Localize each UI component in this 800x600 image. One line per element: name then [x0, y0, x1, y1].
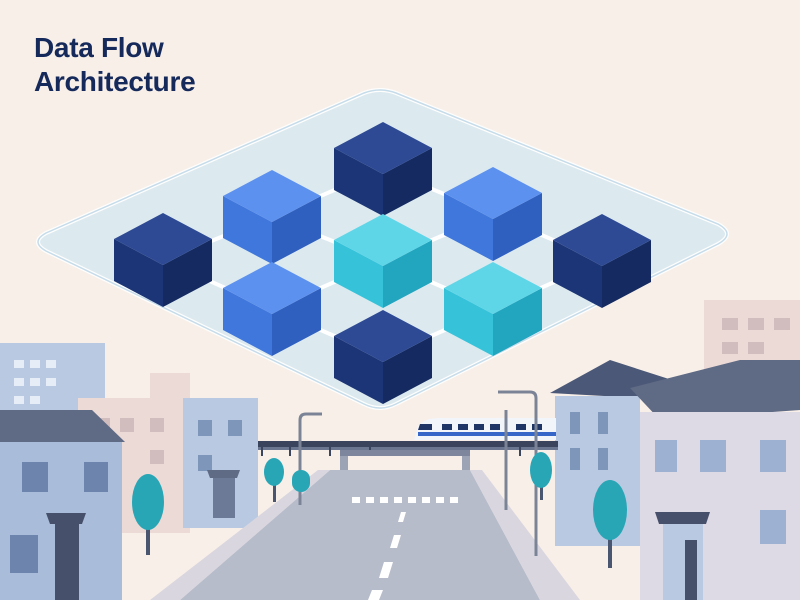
node-face-left	[223, 288, 272, 356]
node-face-left	[334, 148, 383, 216]
building-left-blue	[183, 398, 258, 528]
node-face-right	[383, 336, 432, 404]
tree-center	[264, 452, 552, 502]
node-face-right	[272, 196, 321, 264]
node-face-right	[163, 239, 212, 307]
node-face-right	[383, 148, 432, 216]
node-lower-right	[444, 262, 542, 356]
node-right	[553, 214, 651, 308]
bridge	[258, 441, 558, 478]
street-lamps	[298, 390, 538, 556]
building-front-right	[630, 360, 800, 600]
tree-right	[593, 480, 627, 568]
node-face-top	[334, 122, 432, 174]
tree-left	[132, 474, 164, 555]
node-face-left	[444, 193, 493, 261]
building-front-left	[0, 410, 125, 600]
node-face-left	[114, 239, 163, 307]
node-face-top	[114, 213, 212, 265]
node-face-left	[444, 288, 493, 356]
node-upper-left	[223, 170, 321, 264]
node-lower-left	[223, 262, 321, 356]
node-face-top	[334, 214, 432, 266]
node-left	[114, 213, 212, 307]
node-face-left	[334, 240, 383, 308]
node-face-right	[272, 288, 321, 356]
node-face-top	[444, 167, 542, 219]
node-top	[334, 122, 432, 216]
node-face-left	[553, 240, 602, 308]
node-face-right	[493, 288, 542, 356]
city-skyline	[0, 300, 800, 600]
node-face-right	[383, 240, 432, 308]
node-face-top	[223, 262, 321, 314]
node-face-left	[334, 336, 383, 404]
diagram-title: Data Flow Architecture	[34, 31, 196, 99]
node-upper-right	[444, 167, 542, 261]
node-face-right	[602, 240, 651, 308]
node-bottom	[334, 310, 432, 404]
title-line-2: Architecture	[34, 66, 196, 97]
node-face-top	[334, 310, 432, 362]
node-face-top	[444, 262, 542, 314]
road	[150, 470, 580, 600]
node-face-top	[223, 170, 321, 222]
node-center	[334, 214, 432, 308]
node-face-right	[493, 193, 542, 261]
title-line-1: Data Flow	[34, 32, 164, 63]
node-face-left	[223, 196, 272, 264]
data-nodes	[114, 122, 651, 404]
node-face-top	[553, 214, 651, 266]
train	[414, 418, 556, 440]
